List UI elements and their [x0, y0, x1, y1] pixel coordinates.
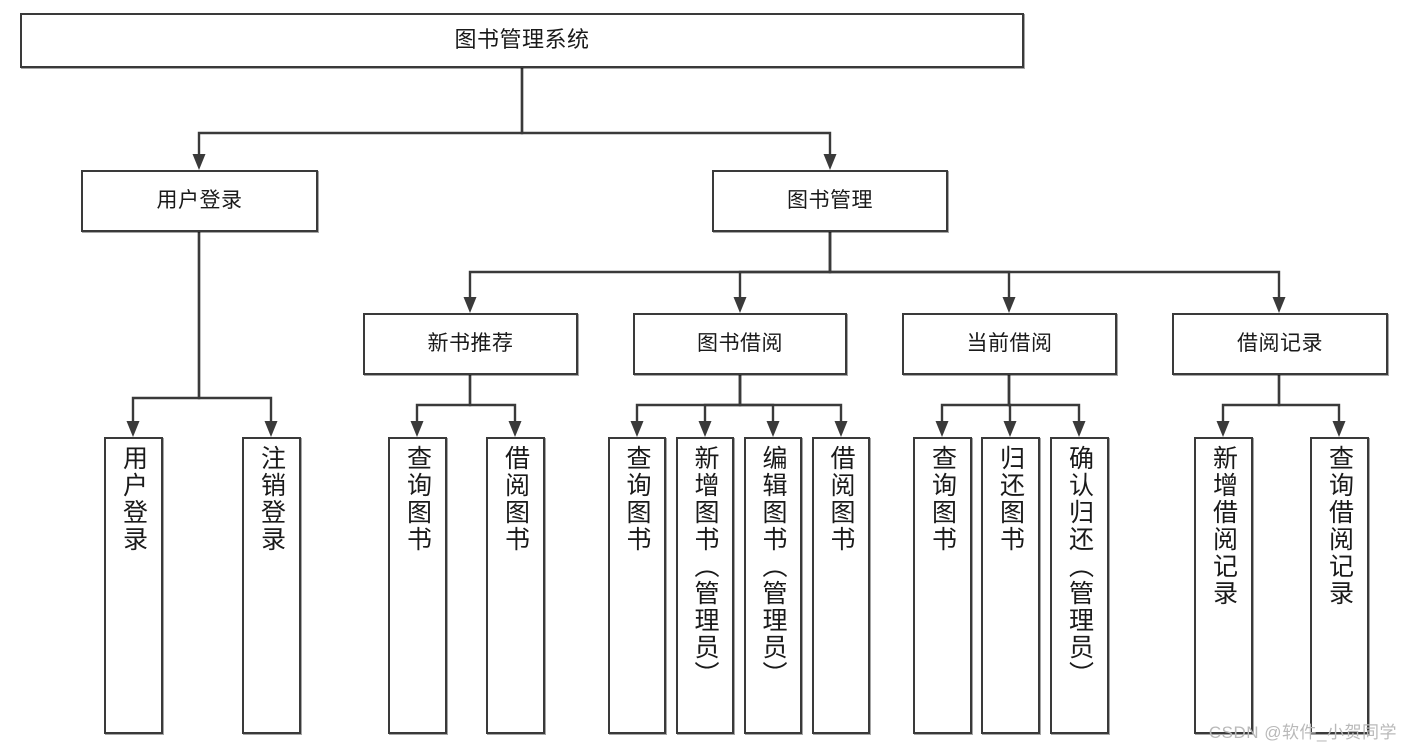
node-label: 图书借阅	[697, 332, 783, 356]
arrowhead	[834, 421, 848, 437]
node-root[interactable]: 图书管理系统	[20, 13, 1024, 68]
arrowhead	[698, 421, 712, 437]
node-borrow[interactable]: 图书借阅	[633, 313, 847, 375]
edge-login-to-leaf2	[197, 232, 278, 437]
arrowhead	[410, 421, 424, 437]
arrowhead	[1002, 297, 1016, 313]
node-label: 查询借阅记录	[1325, 445, 1354, 607]
arrowhead	[192, 154, 206, 170]
node-leaf11[interactable]: 确认归还（管理员）	[1050, 437, 1109, 734]
node-current[interactable]: 当前借阅	[902, 313, 1117, 375]
edge-current-to-leaf10	[1003, 375, 1017, 437]
arrowhead	[823, 154, 837, 170]
edge-current-to-leaf11	[1007, 375, 1086, 437]
node-label: 归还图书	[996, 445, 1025, 553]
node-leaf6[interactable]: 新增图书（管理员）	[676, 437, 734, 734]
node-label: 新书推荐	[427, 332, 514, 356]
arrowhead	[630, 421, 644, 437]
edge-borrow-to-leaf6	[698, 375, 742, 437]
arrowhead	[935, 421, 949, 437]
edge-current-to-leaf9	[935, 375, 1011, 437]
edge-bookmgmt-to-borrow	[733, 232, 832, 313]
edge-root-to-bookmgmt	[520, 68, 837, 170]
arrowhead	[126, 421, 140, 437]
node-label: 借阅图书	[501, 445, 530, 553]
edge-borrow-to-leaf5	[630, 375, 742, 437]
node-label: 图书管理系统	[454, 27, 590, 53]
arrowhead	[766, 421, 780, 437]
node-leaf2[interactable]: 注销登录	[242, 437, 301, 734]
node-login[interactable]: 用户登录	[81, 170, 318, 232]
arrowhead	[1216, 421, 1230, 437]
node-label: 查询图书	[403, 445, 432, 553]
arrowhead	[733, 297, 747, 313]
node-label: 当前借阅	[966, 332, 1053, 356]
arrowhead	[463, 297, 477, 313]
node-leaf7[interactable]: 编辑图书（管理员）	[744, 437, 802, 734]
edge-newbook-to-leaf4	[468, 375, 522, 437]
edge-bookmgmt-to-newbook	[463, 232, 832, 313]
node-leaf12[interactable]: 新增借阅记录	[1194, 437, 1253, 734]
node-leaf9[interactable]: 查询图书	[913, 437, 972, 734]
edge-bookmgmt-to-current	[828, 232, 1016, 313]
edge-records-to-leaf12	[1216, 375, 1281, 437]
node-leaf1[interactable]: 用户登录	[104, 437, 163, 734]
node-records[interactable]: 借阅记录	[1172, 313, 1388, 375]
node-label: 用户登录	[119, 445, 148, 553]
node-label: 注销登录	[257, 445, 286, 553]
edge-bookmgmt-to-records	[828, 232, 1286, 313]
node-leaf5[interactable]: 查询图书	[608, 437, 666, 734]
node-bookmgmt[interactable]: 图书管理	[712, 170, 948, 232]
edge-borrow-to-leaf7	[738, 375, 780, 437]
node-label: 用户登录	[156, 189, 243, 213]
node-leaf13[interactable]: 查询借阅记录	[1310, 437, 1369, 734]
node-label: 借阅记录	[1237, 332, 1323, 356]
arrowhead	[1272, 297, 1286, 313]
node-leaf10[interactable]: 归还图书	[981, 437, 1040, 734]
node-leaf4[interactable]: 借阅图书	[486, 437, 545, 734]
node-label: 确认归还（管理员）	[1065, 445, 1094, 688]
node-newbook[interactable]: 新书推荐	[363, 313, 578, 375]
arrowhead	[1332, 421, 1346, 437]
node-leaf3[interactable]: 查询图书	[388, 437, 447, 734]
arrowhead	[508, 421, 522, 437]
node-label: 查询图书	[928, 445, 957, 553]
node-label: 查询图书	[623, 445, 651, 553]
node-leaf8[interactable]: 借阅图书	[812, 437, 870, 734]
edge-records-to-leaf13	[1277, 375, 1346, 437]
edge-newbook-to-leaf3	[410, 375, 472, 437]
arrowhead	[1003, 421, 1017, 437]
arrowhead	[1072, 421, 1086, 437]
node-label: 借阅图书	[827, 445, 855, 553]
edge-login-to-leaf1	[126, 232, 201, 437]
edge-borrow-to-leaf8	[738, 375, 848, 437]
edge-root-to-login	[192, 68, 524, 170]
node-label: 编辑图书（管理员）	[759, 445, 787, 688]
node-label: 新增图书（管理员）	[691, 445, 719, 688]
arrowhead	[264, 421, 278, 437]
node-label: 图书管理	[787, 189, 873, 213]
node-label: 新增借阅记录	[1209, 445, 1238, 607]
